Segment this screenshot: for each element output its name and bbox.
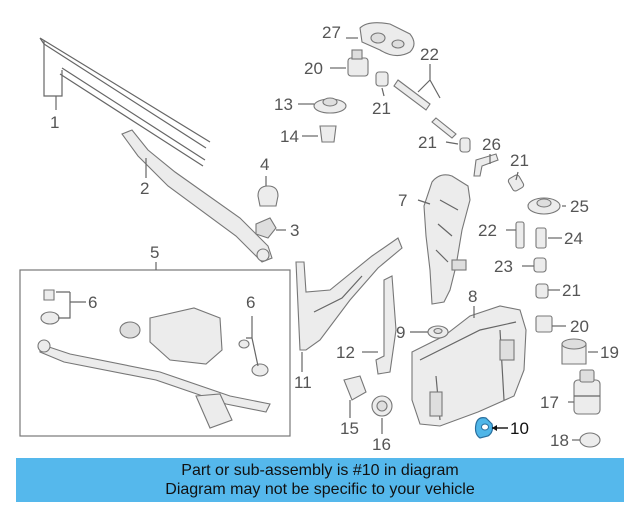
hose-part-22-lower [515,221,525,249]
connector-part-20-right [535,315,553,333]
callout-9: 9 [396,323,405,342]
motor-connector-15 [343,375,367,401]
bracket-part-12 [375,275,397,375]
banner-line-2: Diagram may not be specific to your vehi… [165,481,475,498]
callout-21d: 21 [562,281,581,300]
valve-part-24 [535,227,547,249]
filler-neck-part-7 [423,174,471,305]
callout-5: 5 [150,243,159,262]
callout-18: 18 [550,431,569,450]
callout-21a: 21 [372,99,391,118]
highlighted-part-10 [474,417,494,439]
callout-8: 8 [468,287,477,306]
wiper-arm [121,129,273,263]
plug-part-14 [319,125,337,143]
grommet-part-16 [371,395,393,417]
callout-14: 14 [280,127,299,146]
linkage-inset-box [19,262,291,437]
callout-7: 7 [398,191,407,210]
nozzle-part-27 [359,22,415,57]
grommet-part-13 [313,97,347,114]
grommet-part-25 [527,197,561,215]
callout-21c: 21 [510,151,529,170]
callout-27: 27 [322,23,341,42]
tee-connector-26 [473,153,499,177]
callout-11: 11 [294,373,312,392]
wiper-blade [39,37,211,167]
callout-15: 15 [340,419,359,438]
banner-line-1: Part or sub-assembly is #10 in diagram [181,462,459,479]
connector-part-20-top [347,49,369,77]
callout-22a: 22 [420,45,439,64]
callout-24: 24 [564,229,583,248]
pump-part-17 [573,369,601,415]
reservoir-part-8 [411,305,527,427]
callout-21b: 21 [418,133,437,152]
callout-2: 2 [140,179,149,198]
callout-6a: 6 [88,293,97,312]
callout-1: 1 [50,113,59,132]
parts-diagram: 1 2 3 4 5 6 6 7 8 9 10 11 12 13 14 15 16… [19,22,619,454]
callout-10: 10 [510,419,529,438]
callout-3: 3 [290,221,299,240]
nut-part [255,217,277,239]
callout-20b: 20 [570,317,589,336]
callout-13: 13 [274,95,293,114]
valve-part-23 [533,257,547,273]
wiper-linkage [37,289,271,429]
info-banner: Part or sub-assembly is #10 in diagram D… [16,458,624,502]
callout-4: 4 [260,155,269,174]
leader-lines [55,37,598,441]
callout-6b: 6 [246,293,255,312]
callout-26: 26 [482,135,501,154]
callout-12: 12 [336,343,355,362]
callout-17: 17 [540,393,559,412]
callout-25: 25 [570,197,589,216]
callout-19: 19 [600,343,619,362]
hose-parts-22 [393,79,457,139]
cap-part [257,185,279,207]
fitting-parts-21 [375,71,549,299]
callout-20a: 20 [304,59,323,78]
callout-16: 16 [372,435,391,454]
grommet-part-18 [579,432,601,448]
bracket-part-11 [295,237,403,351]
callout-22b: 22 [478,221,497,240]
grommet-part-19 [561,338,587,365]
callout-23: 23 [494,257,513,276]
seal-part-9 [427,325,449,339]
